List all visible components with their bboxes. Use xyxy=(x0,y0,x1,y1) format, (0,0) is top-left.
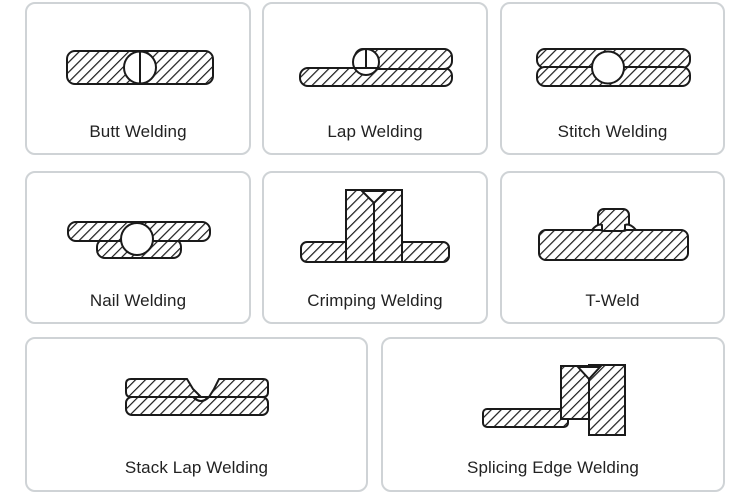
diagram-card-t-weld: T-Weld xyxy=(500,171,725,324)
diagram-label: Lap Welding xyxy=(327,122,423,141)
diagram-card-splicing-edge-welding: Splicing Edge Welding xyxy=(381,337,725,492)
stitch-welding-diagram xyxy=(536,48,691,87)
diagram-label: Splicing Edge Welding xyxy=(467,458,639,477)
splicing-edge-welding-diagram xyxy=(482,364,626,436)
diagram-label: Stitch Welding xyxy=(557,122,668,141)
stack-lap-welding-diagram xyxy=(125,378,269,416)
diagram-label: Crimping Welding xyxy=(307,291,443,310)
diagram-card-nail-welding: Nail Welding xyxy=(25,171,251,324)
diagram-label: Nail Welding xyxy=(89,291,187,310)
diagram-card-butt-welding: Butt Welding xyxy=(25,2,251,155)
diagram-card-stitch-welding: Stitch Welding xyxy=(500,2,725,155)
diagram-card-crimping-welding: Crimping Welding xyxy=(262,171,488,324)
nail-welding-diagram xyxy=(67,221,211,259)
t-weld-diagram xyxy=(538,208,689,261)
diagram-label: T-Weld xyxy=(585,291,640,310)
diagram-label: Stack Lap Welding xyxy=(124,458,269,477)
diagram-card-lap-welding: Lap Welding xyxy=(262,2,488,155)
butt-welding-diagram xyxy=(66,50,214,85)
diagram-label: Butt Welding xyxy=(89,122,187,141)
crimping-welding-diagram xyxy=(300,189,450,263)
lap-welding-diagram xyxy=(299,48,453,87)
diagram-card-stack-lap-welding: Stack Lap Welding xyxy=(25,337,368,492)
